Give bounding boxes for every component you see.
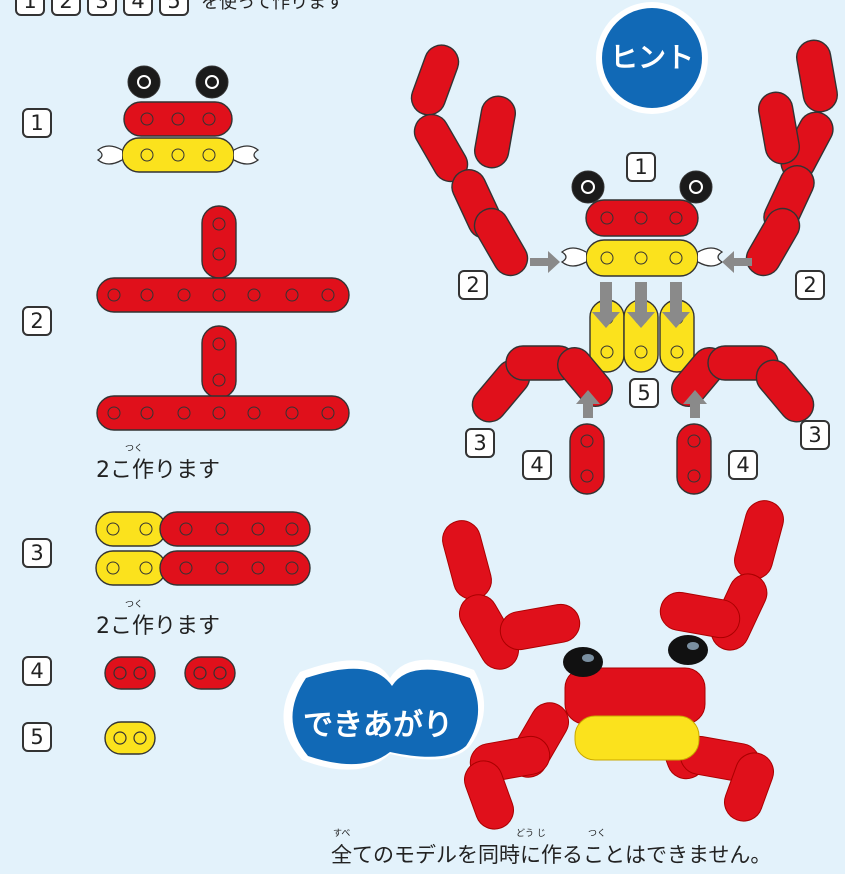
done-label: できあがり	[303, 708, 453, 743]
hint-number-2-left: 2	[458, 270, 488, 300]
done-badge-bg	[283, 659, 485, 770]
furigana-b: つく	[125, 600, 144, 610]
step1-crab-body	[96, 65, 260, 173]
hint-label: ヒント	[609, 41, 694, 74]
step-2-label: 2	[22, 306, 52, 336]
hint-number-1: 1	[626, 152, 656, 182]
furigana-tsuku: つく	[588, 829, 607, 839]
hint-diagram	[410, 39, 838, 495]
hint-number-3-right: 3	[800, 420, 830, 450]
hint-number-2-right: 2	[795, 270, 825, 300]
top-instruction: を使って作ります	[201, 0, 345, 13]
top-number-2: 2	[51, 0, 81, 16]
furigana-douji: どう じ	[516, 829, 546, 839]
make-two-text-b: 2こ作ります	[96, 614, 220, 639]
hint-badge-bg	[596, 2, 708, 114]
step3-pieces	[95, 511, 311, 586]
make-two-text-a: 2こ作ります	[96, 458, 220, 483]
hint-number-5: 5	[629, 378, 659, 408]
top-number-5: 5	[159, 0, 189, 16]
step-1-label: 1	[22, 108, 52, 138]
furigana-subete: すべ	[333, 829, 351, 839]
hint-number-4-left: 4	[522, 450, 552, 480]
step-3-label: 3	[22, 538, 52, 568]
top-number-1: 1	[15, 0, 45, 16]
step-5-label: 5	[22, 722, 52, 752]
step2-t-piece-a	[96, 205, 350, 313]
top-parts-row: 1 2 3 4 5 を使って作ります	[15, 0, 344, 16]
furigana-a: つく	[125, 444, 144, 454]
step4-piece-b	[184, 656, 236, 690]
top-number-4: 4	[123, 0, 153, 16]
step-4-label: 4	[22, 656, 52, 686]
step4-piece-a	[104, 656, 156, 690]
completed-crab-image	[442, 500, 784, 830]
bottom-note: 全てのモデルを同時に作ることはできません。	[331, 843, 772, 867]
step5-piece	[104, 721, 156, 755]
step2-t-piece-b	[96, 325, 350, 431]
hint-number-3-left: 3	[465, 428, 495, 458]
top-number-3: 3	[87, 0, 117, 16]
hint-number-4-right: 4	[728, 450, 758, 480]
